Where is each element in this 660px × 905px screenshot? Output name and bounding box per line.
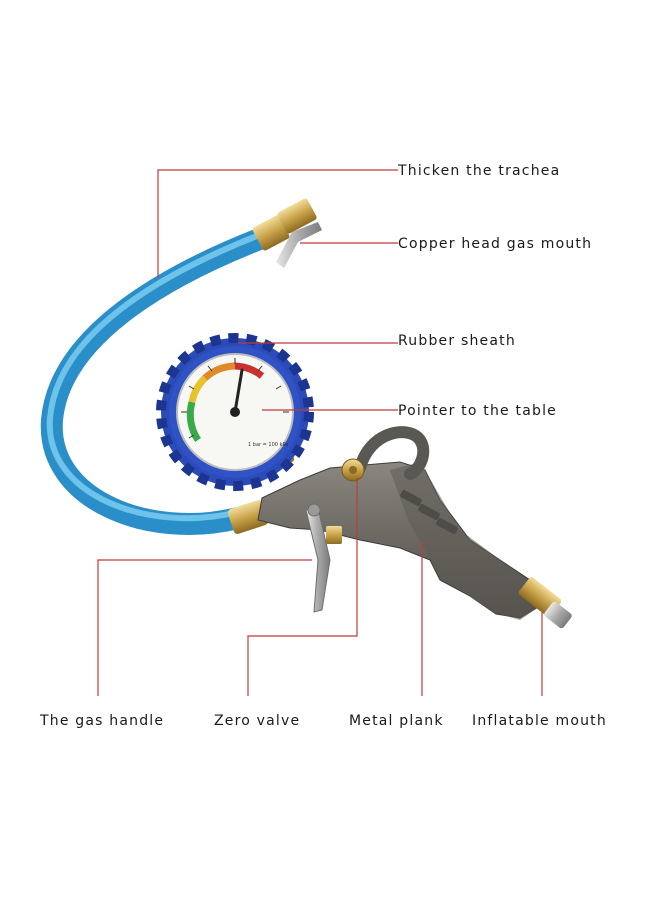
gun-body [257,426,541,620]
leader-lines [97,169,543,696]
gauge-unit-text: 1 bar = 100 kPa [248,442,288,448]
label-thicken-trachea: Thicken the trachea [398,163,561,179]
copper-head-chuck [252,198,322,268]
leader-zero-valve [247,478,358,696]
gas-handle-trigger [305,503,342,613]
air-hose-highlight [46,231,265,522]
leader-thicken-trachea [157,169,398,278]
label-rubber-sheath: Rubber sheath [398,333,516,349]
label-copper-head-gas-mouth: Copper head gas mouth [398,236,593,252]
gauge-face [176,353,294,471]
label-zero-valve: Zero valve [214,713,301,729]
gauge-pointer [233,368,244,414]
label-gas-handle: The gas handle [40,713,165,729]
inflatable-mouth-nozzle [518,577,572,629]
label-pointer-to-table: Pointer to the table [398,403,557,419]
leader-gas-handle [97,559,312,696]
label-inflatable-mouth: Inflatable mouth [472,713,607,729]
label-metal-plank: Metal plank [349,713,444,729]
zero-valve [341,458,365,482]
hose-collar [227,500,269,534]
